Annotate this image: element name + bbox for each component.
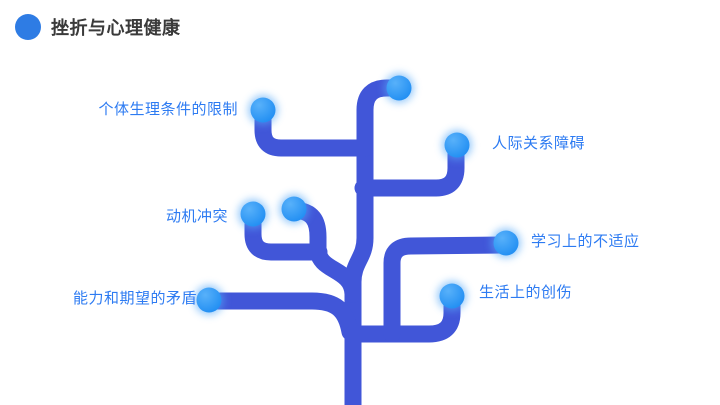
page-title: 挫折与心理健康	[51, 18, 181, 38]
tree-node-dots	[194, 73, 521, 315]
learning-node-dot	[491, 228, 521, 258]
physical-node-dot	[248, 95, 278, 125]
interpersonal-node-dot	[442, 130, 472, 160]
branch-learning	[383, 236, 512, 343]
node-label-interpersonal: 人际关系障碍	[492, 135, 586, 152]
motivation-node-dot	[238, 199, 268, 229]
branch-life	[344, 289, 461, 343]
branch-physical	[254, 103, 374, 157]
node-label-learning: 学习上的不适应	[531, 233, 640, 250]
node-label-life: 生活上的创伤	[479, 284, 573, 301]
title-row: 挫折与心理健康	[15, 14, 181, 40]
ability-node-dot	[194, 285, 224, 315]
branch-motivation	[244, 207, 328, 261]
treetop-dot	[384, 73, 414, 103]
branch-trunk	[344, 79, 407, 405]
node-label-motivation: 动机冲突	[165, 208, 228, 225]
mid-branch-dot	[279, 194, 309, 224]
life-node-dot	[437, 281, 467, 311]
branch-interpersonal	[354, 138, 465, 197]
title-bullet-icon	[15, 14, 41, 40]
tree-branches	[202, 79, 512, 405]
node-label-physical: 个体生理条件的限制	[98, 101, 238, 118]
branch-ability	[202, 292, 359, 341]
node-label-ability: 能力和期望的矛盾	[72, 290, 197, 307]
